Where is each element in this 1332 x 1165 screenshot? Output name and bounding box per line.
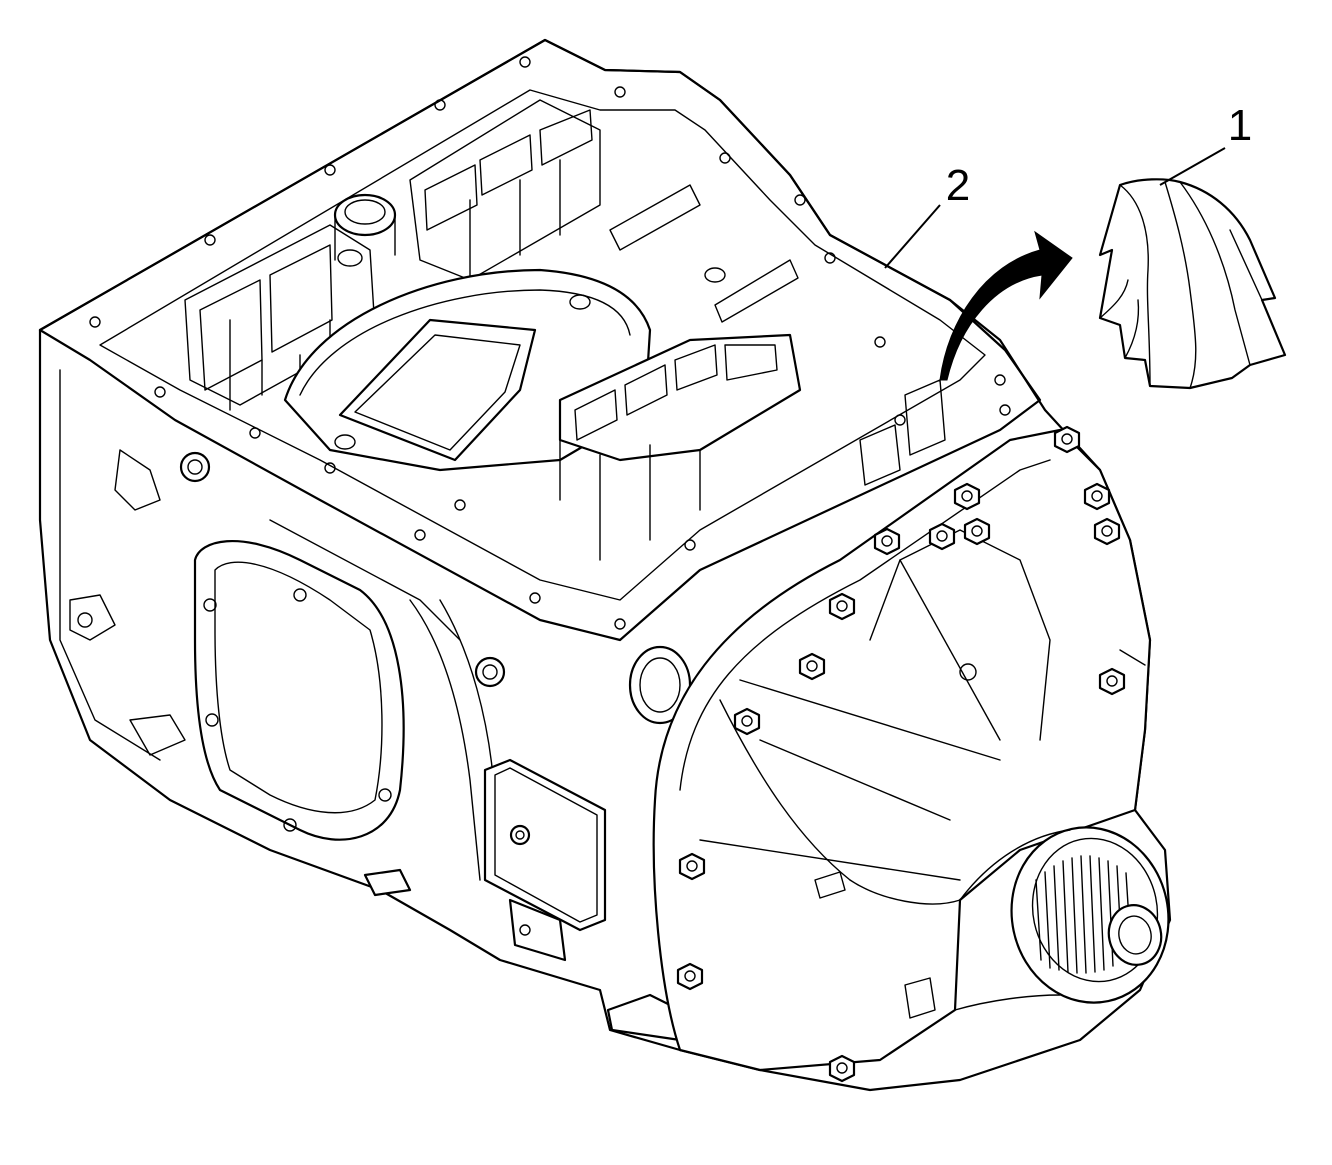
callout-2: 2 xyxy=(946,161,970,210)
transmission-case-illustration xyxy=(38,38,1172,1092)
curved-arrow-icon xyxy=(939,230,1073,381)
leader-line-2 xyxy=(884,204,941,269)
leader-line-1 xyxy=(1159,147,1226,186)
housing-bolt xyxy=(676,425,1126,1083)
shop-towel-illustration xyxy=(1098,178,1287,390)
callout-1: 1 xyxy=(1228,101,1252,150)
